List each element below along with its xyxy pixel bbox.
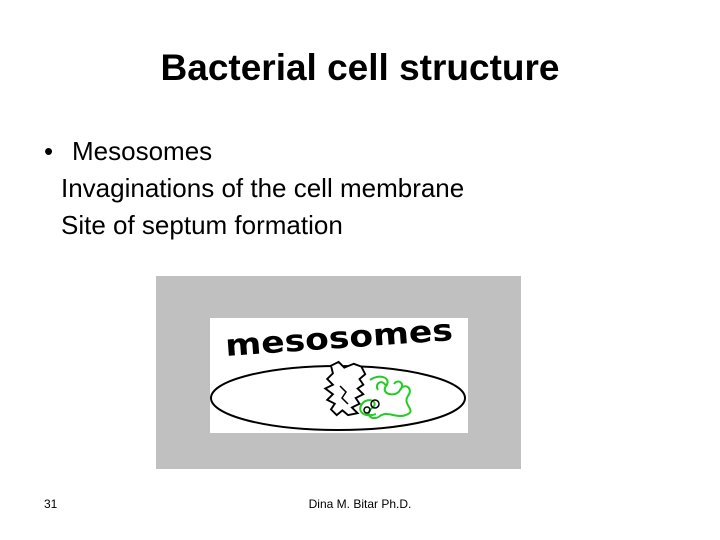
figure-panel: mesosomes — [210, 318, 468, 433]
dna-knot — [363, 406, 371, 414]
figure-label: mesosomes — [224, 318, 454, 364]
mesosome-shape — [323, 360, 367, 417]
bullet-heading: Mesosomes — [72, 136, 213, 166]
bullet-subline-1: Invaginations of the cell membrane — [61, 173, 465, 203]
slide-title: Bacterial cell structure — [160, 47, 560, 88]
bullet-list: • Mesosomes Invaginations of the cell mem… — [44, 133, 684, 244]
dna-coil — [359, 375, 412, 420]
mesosome-illustration: mesosomes — [210, 318, 466, 431]
footer-author: Dina M. Bitar Ph.D. — [308, 497, 412, 511]
mesosome-inner — [339, 385, 349, 405]
slide-number: 31 — [44, 497, 58, 511]
bullet-item: • Mesosomes — [44, 133, 684, 170]
dna-knot — [370, 399, 380, 409]
bullet-marker: • — [44, 136, 54, 166]
mesosome-figure: mesosomes — [156, 276, 521, 469]
bullet-subline-2: Site of septum formation — [61, 210, 343, 240]
